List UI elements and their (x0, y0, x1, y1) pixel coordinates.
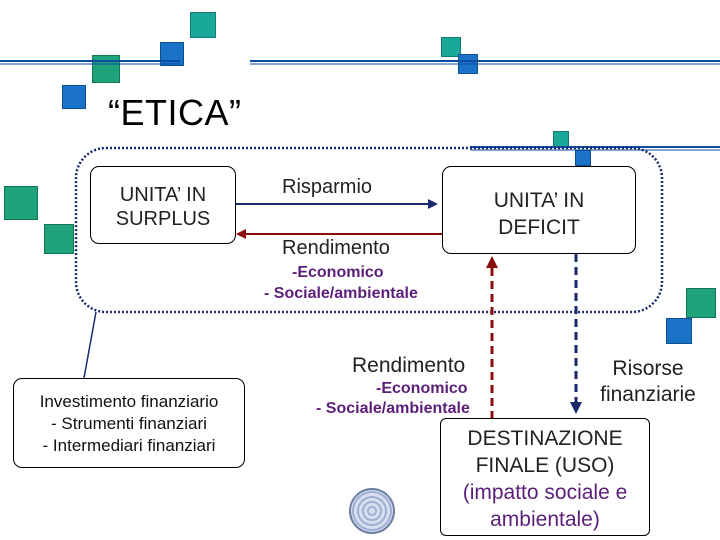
decor-square (441, 37, 461, 57)
lower-economic-label: -Economico (376, 380, 468, 397)
investment-line3: - Intermediari finanziari (42, 436, 216, 455)
destination-line1: DESTINAZIONE (467, 427, 623, 450)
resources-line2: finanziarie (600, 383, 696, 406)
surplus-box: UNITA’ IN SURPLUS (90, 166, 236, 244)
rendimento-label: Rendimento (282, 237, 390, 259)
investment-box: Investimento finanziario - Strumenti fin… (13, 378, 245, 468)
resources-line1: Risorse (612, 357, 684, 380)
university-seal-logo (349, 488, 395, 534)
decor-square (4, 186, 38, 220)
decor-square (92, 55, 120, 83)
deficit-box: UNITA’ IN DEFICIT (442, 166, 636, 254)
risparmio-label: Risparmio (282, 176, 373, 198)
decor-square (686, 288, 716, 318)
slide-title: “ETICA” (108, 92, 242, 133)
deficit-line1: UNITA’ IN (493, 189, 585, 212)
surplus-line1: UNITA’ IN (119, 184, 207, 206)
destination-line3: (impatto sociale e (462, 481, 628, 504)
investment-line2: - Strumenti finanziari (51, 414, 207, 433)
destination-box: DESTINAZIONE FINALE (USO) (impatto socia… (440, 418, 650, 536)
decor-square (190, 12, 216, 38)
decor-square (62, 85, 86, 109)
destination-line4: ambientale) (490, 508, 600, 531)
surplus-line2: SURPLUS (115, 208, 211, 230)
decor-square (44, 224, 74, 254)
destination-line2: FINALE (USO) (475, 454, 615, 477)
lower-rendimento-label: Rendimento (352, 354, 466, 377)
social-label: - Sociale/ambientale (264, 285, 418, 302)
deficit-line2: DEFICIT (498, 216, 580, 239)
decor-square (666, 318, 692, 344)
economic-label: -Economico (292, 264, 384, 281)
lower-social-label: - Sociale/ambientale (316, 400, 470, 417)
resources-label: Risorse finanziarie (592, 356, 704, 408)
investment-line1: Investimento finanziario (39, 392, 219, 411)
